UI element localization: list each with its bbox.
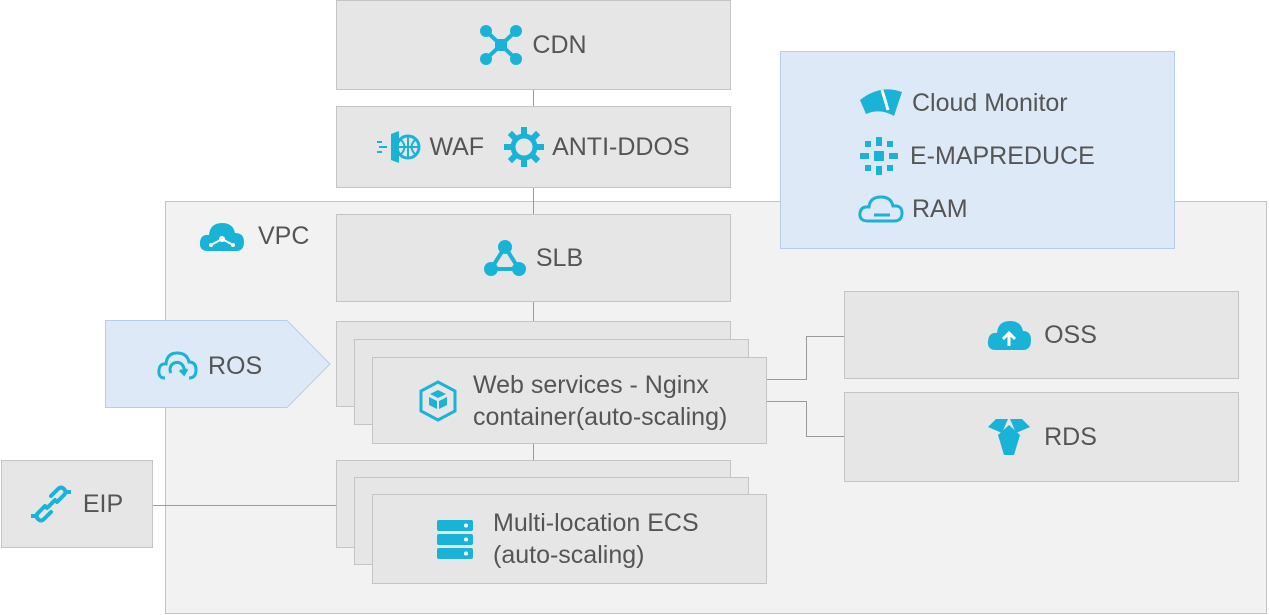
slb-icon xyxy=(483,240,526,276)
web-services-text: Web services - Nginx container(auto-scal… xyxy=(473,369,727,433)
waf-icon xyxy=(377,131,421,163)
waf-label: WAF xyxy=(429,132,485,161)
web-services-line2: container(auto-scaling) xyxy=(473,402,728,431)
eip-label: EIP xyxy=(82,489,124,518)
oss-box: OSS xyxy=(844,291,1239,379)
eip-icon xyxy=(30,485,71,523)
emapreduce-icon xyxy=(860,137,898,175)
connector-web-oss-v xyxy=(806,336,807,380)
emapreduce-label: E-MAPREDUCE xyxy=(910,141,1095,170)
oss-label: OSS xyxy=(1044,320,1097,349)
ros-arrow-shape xyxy=(105,320,331,408)
cloud-monitor-icon xyxy=(860,89,902,116)
anti-ddos-icon xyxy=(504,127,545,167)
ram-label: RAM xyxy=(912,194,968,223)
connector-web-oss-h2 xyxy=(806,336,844,337)
ram-icon xyxy=(858,195,904,223)
anti-ddos-label: ANTI-DDOS xyxy=(552,132,690,161)
web-services-line1: Web services - Nginx xyxy=(473,370,709,399)
ecs-line2: (auto-scaling) xyxy=(493,541,645,569)
web-services-box: Web services - Nginx container(auto-scal… xyxy=(372,357,767,444)
connector-slb-web xyxy=(533,302,534,321)
connector-web-oss-h1 xyxy=(767,379,807,380)
emapreduce-row: E-MAPREDUCE xyxy=(858,137,1095,175)
connector-cdn-waf xyxy=(533,90,534,106)
ros-icon xyxy=(157,351,198,380)
connector-eip-ecs xyxy=(153,505,336,506)
ecs-line1: Multi-location ECS xyxy=(493,509,699,537)
vpc-icon xyxy=(199,223,244,251)
server-icon xyxy=(437,520,473,559)
cloud-monitor-row: Cloud Monitor xyxy=(858,84,1068,122)
cdn-icon xyxy=(480,25,523,65)
eip-box: EIP xyxy=(1,460,153,548)
oss-icon xyxy=(987,321,1032,350)
connector-web-ecs xyxy=(533,444,534,460)
rds-box: RDS xyxy=(844,392,1239,482)
ecs-text: Multi-location ECS (auto-scaling) xyxy=(493,507,699,571)
ecs-box: Multi-location ECS (auto-scaling) xyxy=(372,494,767,584)
management-panel xyxy=(780,51,1175,249)
connector-web-rds-h1 xyxy=(767,401,807,402)
container-icon xyxy=(419,379,457,422)
vpc-label: VPC xyxy=(258,221,310,250)
connector-web-rds-v xyxy=(806,401,807,436)
slb-box: SLB xyxy=(336,214,731,302)
connector-web-rds-h2 xyxy=(806,436,844,437)
vpc-label-row: VPC xyxy=(198,214,309,258)
security-box: WAF ANTI-DDOS xyxy=(336,106,731,188)
connector-waf-slb xyxy=(533,188,534,214)
cloud-monitor-label: Cloud Monitor xyxy=(912,88,1068,117)
ros-label: ROS xyxy=(208,351,263,380)
ram-row: RAM xyxy=(858,190,968,228)
rds-label: RDS xyxy=(1044,422,1097,451)
slb-label: SLB xyxy=(535,243,584,272)
rds-icon xyxy=(988,419,1031,455)
cdn-box: CDN xyxy=(336,0,731,90)
cdn-label: CDN xyxy=(532,30,587,59)
ros-label-row: ROS xyxy=(156,346,262,386)
